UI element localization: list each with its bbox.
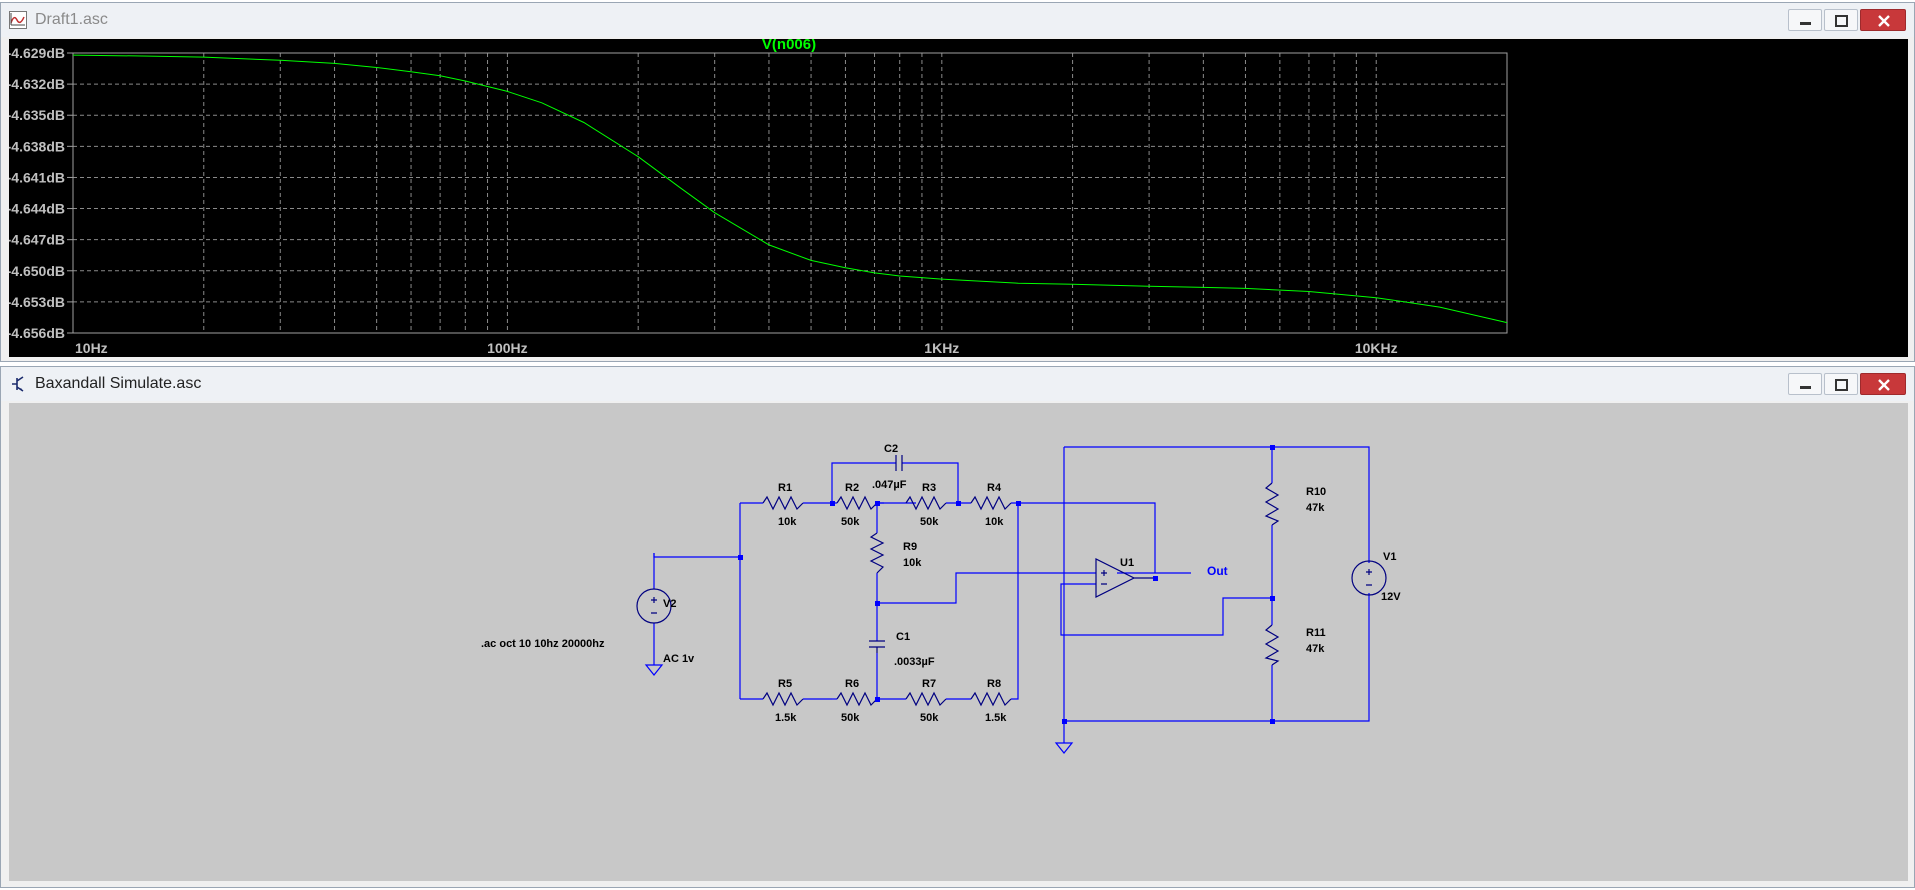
label-r3-ref[interactable]: R3	[922, 482, 936, 494]
close-button[interactable]	[1860, 373, 1906, 395]
label-r10-ref[interactable]: R10	[1306, 486, 1326, 498]
label-r10-value[interactable]: 47k	[1306, 502, 1325, 514]
schematic-drawing[interactable]: C2 .047µF R1 10k R2 50k R3 50k R4 10k R9…	[9, 403, 1908, 881]
label-r9-ref[interactable]: R9	[903, 541, 917, 553]
minimize-button[interactable]	[1788, 373, 1822, 395]
label-u1-ref[interactable]: U1	[1120, 557, 1134, 569]
y-tick-label: -4.638dB	[9, 138, 65, 154]
y-tick-label: -4.656dB	[9, 325, 65, 341]
y-tick-label: -4.641dB	[9, 169, 65, 185]
transistor-icon	[12, 376, 24, 392]
net-label-out[interactable]: Out	[1207, 564, 1228, 578]
schematic-window-title: Baxandall Simulate.asc	[35, 375, 202, 392]
label-r7-value[interactable]: 50k	[920, 712, 939, 724]
label-c2-ref[interactable]: C2	[884, 443, 898, 455]
label-v2-ref[interactable]: V2	[663, 598, 676, 610]
window-controls	[1788, 373, 1906, 395]
waveform-plot[interactable]: V(n006) -4.629dB -4.632dB -4.635dB -4.638dB…	[7, 36, 1908, 357]
y-tick-label: -4.647dB	[9, 232, 65, 248]
restore-icon	[1835, 379, 1848, 391]
component-labels: C2 .047µF R1 10k R2 50k R3 50k R4 10k R9…	[481, 443, 1401, 724]
x-tick-label: 10Hz	[75, 340, 108, 356]
close-button[interactable]	[1860, 9, 1906, 31]
label-r1-value[interactable]: 10k	[778, 516, 797, 528]
minimize-icon	[1800, 22, 1811, 25]
label-r7-ref[interactable]: R7	[922, 678, 936, 690]
plot-window-titlebar[interactable]: Draft1.asc	[1, 3, 1914, 37]
schematic-window-titlebar[interactable]: Baxandall Simulate.asc	[1, 367, 1914, 401]
label-r6-value[interactable]: 50k	[841, 712, 860, 724]
plot-frame	[72, 52, 1508, 334]
trace-line-v-n006	[72, 54, 1508, 324]
schematic-wires[interactable]	[644, 446, 1370, 754]
label-r6-ref[interactable]: R6	[845, 678, 859, 690]
label-r8-ref[interactable]: R8	[987, 678, 1001, 690]
label-r1-ref[interactable]: R1	[778, 482, 792, 494]
label-c2-value[interactable]: .047µF	[872, 479, 907, 491]
trace-label[interactable]: V(n006)	[762, 36, 816, 53]
waveform-icon	[9, 11, 27, 29]
label-r8-value[interactable]: 1.5k	[985, 712, 1007, 724]
y-tick-label: -4.632dB	[9, 76, 65, 92]
label-r5-value[interactable]: 1.5k	[775, 712, 797, 724]
y-tick-label: -4.644dB	[9, 201, 65, 217]
label-r11-ref[interactable]: R11	[1306, 627, 1326, 639]
label-r9-value[interactable]: 10k	[903, 557, 922, 569]
x-tick-label: 1KHz	[924, 340, 959, 356]
label-v1-value[interactable]: 12V	[1381, 591, 1401, 603]
label-c1-ref[interactable]: C1	[896, 631, 910, 643]
minimize-icon	[1800, 386, 1811, 389]
y-tick-label: -4.629dB	[9, 45, 65, 61]
label-r4-ref[interactable]: R4	[987, 482, 1002, 494]
label-v2-value[interactable]: AC 1v	[663, 653, 695, 665]
close-icon	[1878, 15, 1890, 27]
plot-window-title: Draft1.asc	[35, 11, 108, 28]
label-r5-ref[interactable]: R5	[778, 678, 792, 690]
spice-directive[interactable]: .ac oct 10 10hz 20000hz	[481, 638, 605, 650]
schematic-window: Baxandall Simulate.asc	[0, 366, 1915, 888]
schematic-components[interactable]	[636, 455, 1387, 707]
minimize-button[interactable]	[1788, 9, 1822, 31]
label-r3-value[interactable]: 50k	[920, 516, 939, 528]
label-r2-ref[interactable]: R2	[845, 482, 859, 494]
y-tick-label: -4.650dB	[9, 263, 65, 279]
label-v1-ref[interactable]: V1	[1383, 551, 1396, 563]
label-r11-value[interactable]: 47k	[1306, 643, 1325, 655]
label-r4-value[interactable]: 10k	[985, 516, 1004, 528]
x-tick-label: 100Hz	[487, 340, 527, 356]
schematic-junctions	[738, 445, 1275, 724]
schematic-canvas[interactable]: C2 .047µF R1 10k R2 50k R3 50k R4 10k R9…	[9, 403, 1908, 881]
restore-button[interactable]	[1824, 373, 1858, 395]
x-tick-label: 10KHz	[1355, 340, 1398, 356]
window-controls	[1788, 9, 1906, 31]
restore-button[interactable]	[1824, 9, 1858, 31]
close-icon	[1878, 379, 1890, 391]
plot-pane[interactable]: V(n006) -4.629dB -4.632dB -4.635dB -4.638dB…	[7, 36, 1908, 357]
restore-icon	[1835, 15, 1848, 27]
plot-window: Draft1.asc V(n006) -4.629dB -4.632dB -4.63…	[0, 2, 1915, 362]
label-r2-value[interactable]: 50k	[841, 516, 860, 528]
label-c1-value[interactable]: .0033µF	[894, 656, 935, 668]
y-tick-label: -4.635dB	[9, 107, 65, 123]
y-tick-label: -4.653dB	[9, 294, 65, 310]
